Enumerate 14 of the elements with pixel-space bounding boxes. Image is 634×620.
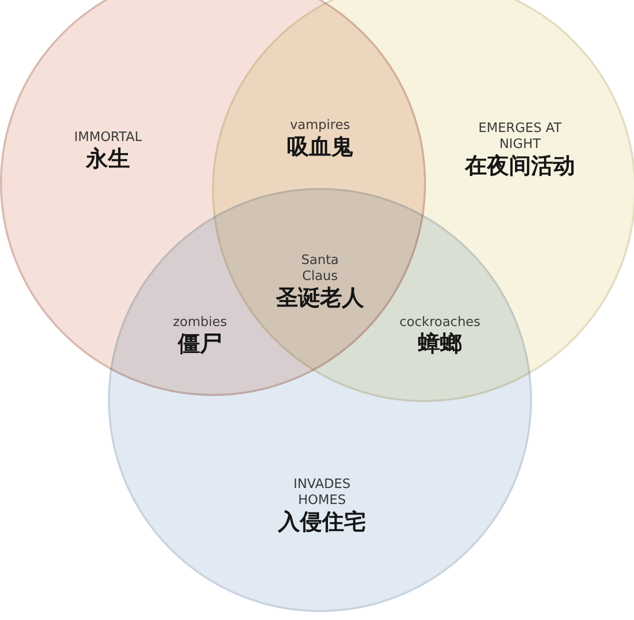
set-label: 在夜间活动 [465, 153, 575, 181]
intersection-label: 吸血鬼 [287, 134, 353, 162]
intersection-label: vampires [290, 118, 350, 134]
intersection-label: cockroaches [400, 315, 480, 331]
set-label: IMMORTAL [74, 130, 142, 146]
set-label: INVADES HOMES [292, 477, 352, 509]
intersection-label: 圣诞老人 [276, 285, 364, 313]
set-label: 永生 [86, 146, 130, 174]
intersection-label: zombies [172, 315, 228, 331]
set-label: EMERGES AT NIGHT [477, 121, 563, 153]
intersection-label: Santa Claus [300, 253, 340, 285]
intersection-label: 僵尸 [178, 331, 222, 359]
intersection-label: 蟑螂 [418, 331, 462, 359]
set-label: 入侵住宅 [278, 509, 366, 537]
